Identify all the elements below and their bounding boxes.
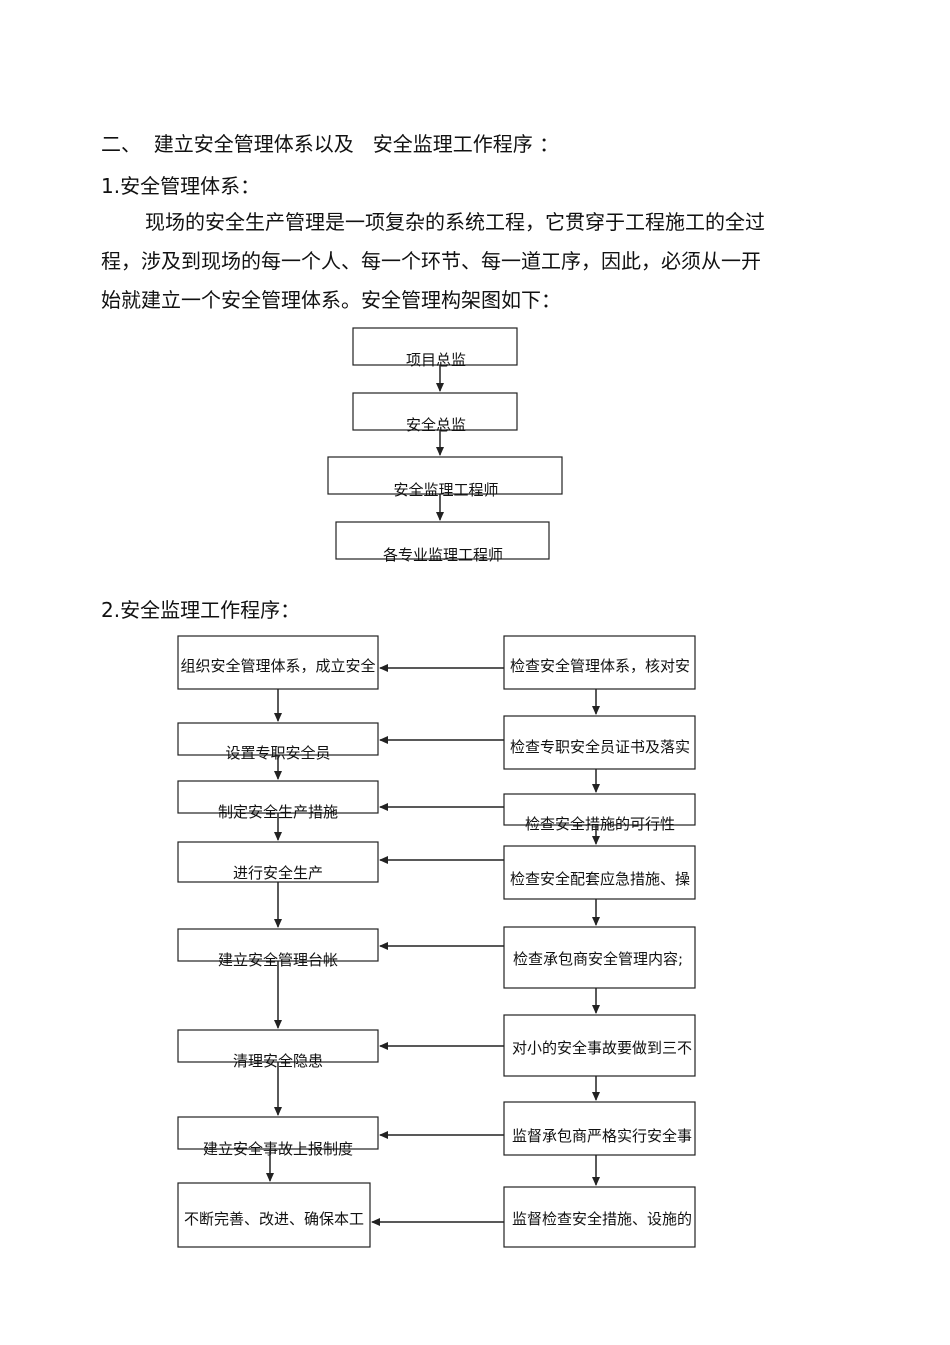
left-box-2 [177,722,379,756]
right-label-6: 对小的安全事故要做到三不 [512,1039,692,1057]
left-label-3: 制定安全生产措施 [218,803,338,821]
right-box-2 [503,715,696,770]
right-box-1 [503,635,696,690]
intro-paragraph: 现场的安全生产管理是一项复杂的系统工程，它贯穿于工程施工的全过 程，涉及到现场的… [101,203,801,320]
right-box-3 [503,793,696,826]
org-label-safety-director: 安全总监 [406,416,466,434]
right-label-5: 检查承包商安全管理内容; [513,950,683,968]
paragraph-line-1: 现场的安全生产管理是一项复杂的系统工程，它贯穿于工程施工的全过 [145,210,765,234]
left-box-4 [177,841,379,883]
left-label-6: 清理安全隐患 [233,1052,323,1070]
right-box-4 [503,845,696,900]
right-label-8: 监督检查安全措施、设施的 [512,1210,692,1228]
org-label-safety-engineer: 安全监理工程师 [393,481,498,499]
flowchart-cross-arrows [371,664,504,1226]
left-label-7: 建立安全事故上报制度 [203,1140,353,1158]
subheading-safety-procedure: 2.安全监理工作程序： [101,598,301,622]
right-label-3: 检查安全措施的可行性 [525,815,675,833]
org-box-safety-engineer [327,456,563,495]
right-box-8 [503,1186,696,1248]
right-label-1: 检查安全管理体系，核对安 [510,657,690,675]
org-box-project-director [352,327,518,366]
right-label-7: 监督承包商严格实行安全事 [512,1127,692,1145]
subheading-safety-system: 1.安全管理体系： [101,174,261,198]
org-label-specialty-engineers: 各专业监理工程师 [383,546,503,564]
left-box-5 [177,928,379,962]
flowchart-right-column: 检查安全管理体系，核对安 检查专职安全员证书及落实 检查安全措施的可行性 检查安… [503,635,696,1248]
left-label-8: 不断完善、改进、确保本工 [184,1210,364,1228]
left-label-5: 建立安全管理台帐 [218,951,338,969]
org-label-project-director: 项目总监 [406,351,466,369]
right-label-4: 检查安全配套应急措施、操 [510,870,690,888]
org-box-specialty-engineers [335,521,550,560]
left-label-4: 进行安全生产 [233,864,323,882]
paragraph-line-2: 程，涉及到现场的每一个人、每一个环节、每一道工序，因此，必须从一开 [101,249,761,273]
left-box-8 [177,1182,371,1248]
left-box-3 [177,780,379,814]
left-label-2: 设置专职安全员 [225,744,330,762]
left-box-1 [177,635,379,690]
paragraph-line-3: 始就建立一个安全管理体系。安全管理构架图如下： [101,288,561,312]
right-label-2: 检查专职安全员证书及落实 [510,738,690,756]
left-box-7 [177,1116,379,1150]
section-heading: 二、 建立安全管理体系以及 安全监理工作程序 ： [101,132,560,156]
right-box-7 [503,1101,696,1156]
flowchart-left-column: 组织安全管理体系，成立安全 设置专职安全员 制定安全生产措施 进行安全生产 建立… [177,635,379,1248]
org-box-safety-director [352,392,518,431]
right-box-5 [503,926,696,989]
left-label-1: 组织安全管理体系，成立安全 [180,657,375,675]
org-chart: 项目总监 安全总监 安全监理工程师 各专业监理工程师 [327,327,563,564]
